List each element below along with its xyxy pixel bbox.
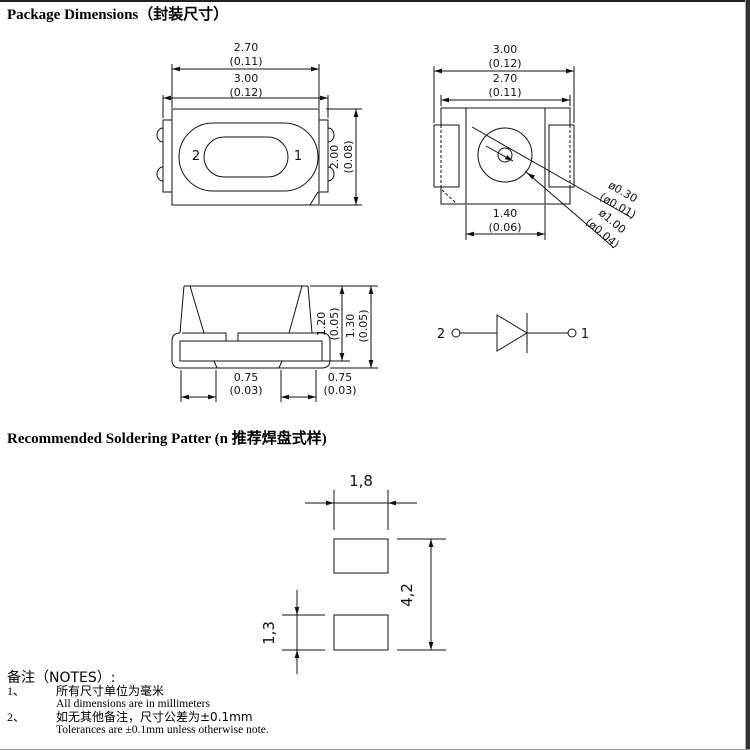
pad-gap: 1.40 (493, 207, 518, 220)
lens-outer (178, 122, 319, 192)
pad-gap-in: (0.06) (488, 221, 521, 234)
bottom-width-outer: 3.00 (493, 43, 518, 56)
lens-circle-small (497, 147, 513, 163)
cathode-label: 1 (581, 327, 589, 342)
solder-pad-bottom (333, 614, 389, 651)
bottom-view-drawing (433, 66, 633, 248)
solder-total-length: 4,2 (398, 583, 416, 607)
solder-pad-top (333, 538, 389, 574)
note-number: 1、 (7, 684, 26, 698)
bottom-width-outer-in: (0.12) (488, 57, 521, 70)
pin-label-1: 1 (294, 149, 302, 164)
side-height-outer-in: (0.05) (357, 309, 370, 342)
frame-top-border (0, 0, 750, 2)
side-view-drawing (171, 285, 378, 402)
note-item: 1、 所有尺寸单位为毫米 (7, 685, 269, 698)
lens-circle-large (477, 127, 533, 183)
side-pad-right-in: (0.03) (323, 384, 356, 397)
side-pad-right: 0.75 (328, 371, 353, 384)
note-item: 2、 如无其他备注，尺寸公差为±0.1mm (7, 711, 269, 724)
top-width-outer: 3.00 (234, 72, 259, 85)
diode-schematic (451, 313, 577, 353)
top-height: 2.00 (328, 145, 341, 170)
package-dimensions-heading: Package Dimensions（封装尺寸） (7, 7, 229, 23)
note-text-en: All dimensions are in millimeters (56, 698, 210, 710)
side-pad-left-in: (0.03) (229, 384, 262, 397)
note-number: 2、 (7, 710, 26, 724)
note-text-en: Tolerances are ±0.1mm unless otherwise n… (56, 724, 269, 736)
side-height-outer: 1.30 (344, 314, 357, 339)
anode-label: 2 (437, 327, 445, 342)
solder-pad-width: 1,8 (349, 472, 373, 490)
notes-section: 备注（NOTES）: 1、 所有尺寸单位为毫米 All dimensions a… (7, 670, 269, 737)
diode-triangle (496, 314, 528, 352)
side-height-inner-in: (0.05) (328, 307, 341, 340)
lens-inner (203, 136, 289, 178)
solder-pad-length: 1,3 (260, 621, 278, 645)
solder-pattern-drawing (282, 490, 446, 674)
side-height-inner: 1.20 (315, 312, 328, 337)
top-view-drawing (156, 64, 362, 206)
notes-title: 备注（NOTES）: (7, 670, 116, 686)
note-text-zh: 所有尺寸单位为毫米 (56, 684, 165, 698)
top-width-inner-in: (0.11) (229, 55, 262, 68)
top-width-outer-in: (0.12) (229, 86, 262, 99)
frame-right-border (745, 0, 750, 750)
pin-label-2: 2 (192, 149, 200, 164)
top-width-inner: 2.70 (234, 41, 259, 54)
top-height-in: (0.08) (342, 140, 355, 173)
bottom-width-inner: 2.70 (493, 72, 518, 85)
soldering-pattern-heading: Recommended Soldering Patter (n 推荐焊盘式样) (7, 431, 327, 447)
bottom-width-inner-in: (0.11) (488, 86, 521, 99)
side-pad-left: 0.75 (234, 371, 259, 384)
note-text-zh: 如无其他备注，尺寸公差为±0.1mm (56, 710, 253, 724)
